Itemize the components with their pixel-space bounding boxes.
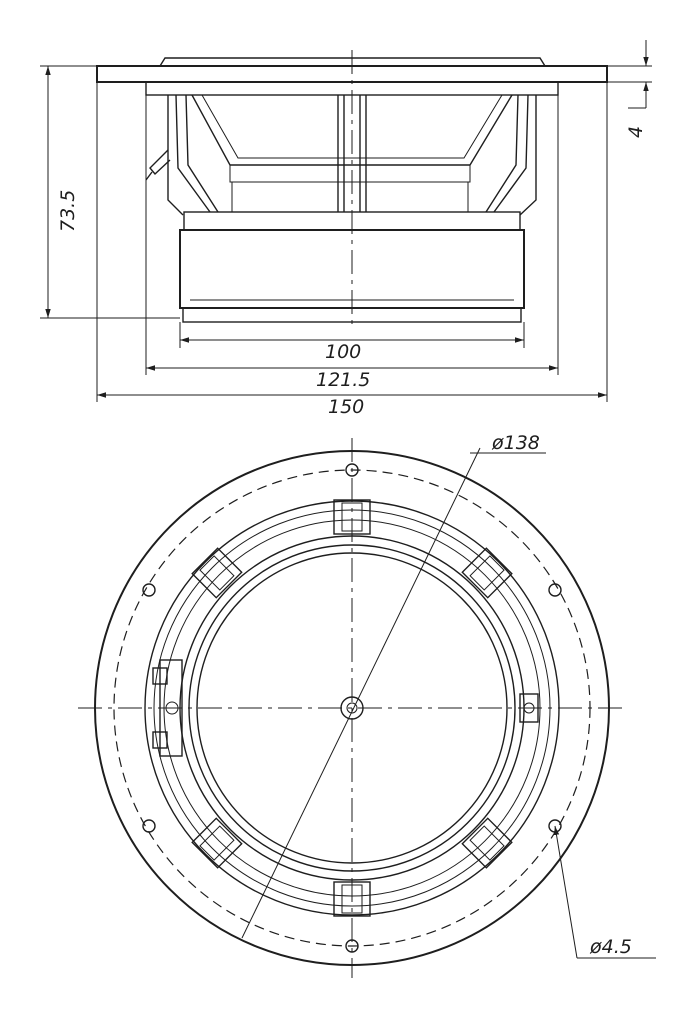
center-pole-inner xyxy=(346,702,358,714)
spoke-top xyxy=(333,499,371,535)
dim-flange-label: 4 xyxy=(625,126,647,138)
front-basket-outer xyxy=(144,500,560,916)
side-terminal xyxy=(145,149,171,181)
spoke-upper-left xyxy=(191,547,243,599)
spoke-lower-left xyxy=(191,817,243,869)
dim-hole-label: ø4.5 xyxy=(589,936,632,958)
front-basket-ring xyxy=(153,509,551,907)
mount-hole-top xyxy=(345,463,359,477)
mount-hole-lower-left xyxy=(142,819,156,833)
side-strut-center xyxy=(337,95,367,212)
side-cone-inner xyxy=(201,94,503,159)
side-view: 73.5 4 100 121.5 150 xyxy=(40,40,652,418)
dim-121-label: 121.5 xyxy=(316,369,370,391)
side-strut-left xyxy=(175,94,219,213)
vent-tab xyxy=(519,693,539,723)
front-view: ø138 ø4.5 xyxy=(78,432,656,978)
dim-100-label: 100 xyxy=(325,341,361,363)
center-pole-outer xyxy=(340,696,364,720)
terminal-block xyxy=(152,659,183,757)
dim-height-label: 73.5 xyxy=(57,190,79,232)
spoke-lower-right xyxy=(461,817,513,869)
mount-hole-upper-left xyxy=(142,583,156,597)
side-basket-left xyxy=(167,95,184,216)
mount-hole-upper-right xyxy=(548,583,562,597)
dim-150-label: 150 xyxy=(328,396,364,418)
front-flange-outer xyxy=(94,450,610,966)
side-basket-right xyxy=(519,95,537,216)
front-magnet-outer xyxy=(188,544,516,872)
spoke-bottom xyxy=(333,881,371,917)
dim-bolt-circle-label: ø138 xyxy=(491,432,540,454)
side-cone-base xyxy=(229,165,471,183)
front-window-outer xyxy=(163,519,541,897)
front-bolt-circle xyxy=(113,469,591,947)
mount-hole-bottom xyxy=(345,939,359,953)
side-inner-left xyxy=(231,182,469,212)
side-strut-right xyxy=(485,94,529,213)
spoke-upper-right xyxy=(461,547,513,599)
side-cone xyxy=(191,94,513,166)
front-magnet-inner xyxy=(196,552,508,864)
